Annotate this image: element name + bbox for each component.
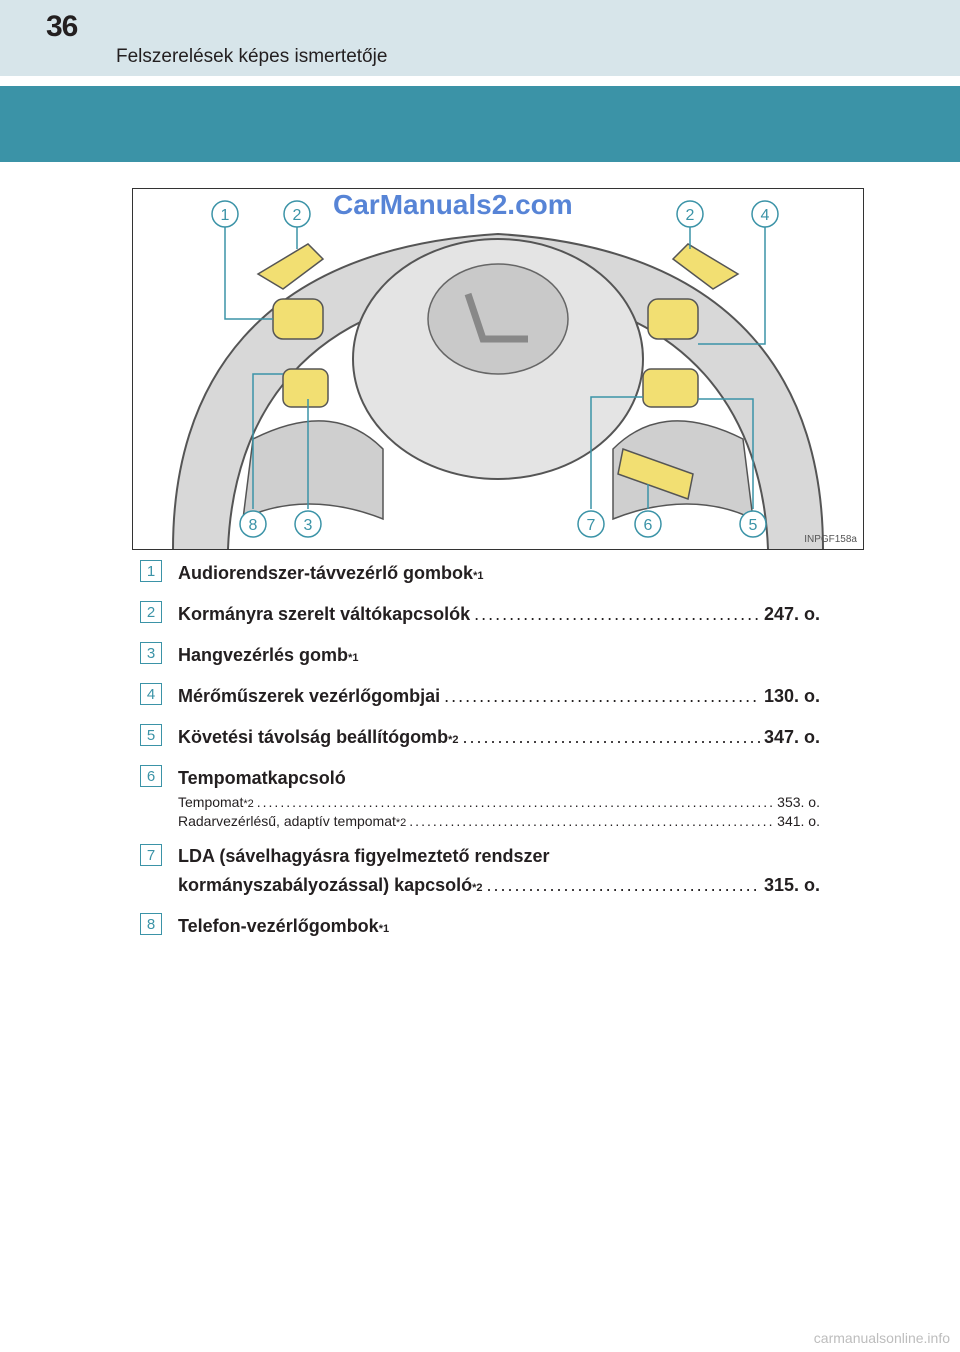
item-number: 4	[140, 683, 162, 705]
sub-item: Radarvezérlésű, adaptív tempomat*2......…	[178, 813, 820, 829]
list-item: 7 LDA (sávelhagyásra figyelmeztető rends…	[140, 842, 820, 900]
item-label: Audiorendszer-távvezérlő gombok	[178, 563, 474, 583]
callout-label: 5	[749, 517, 758, 534]
sub-item-label: Radarvezérlésű, adaptív tempomat	[178, 813, 396, 829]
sub-item-label: Tempomat	[178, 794, 244, 810]
callout-label: 3	[304, 517, 313, 534]
list-item: 3 Hangvezérlés gomb*1	[140, 640, 820, 670]
list-item: 5 Követési távolság beállítógomb*2......…	[140, 722, 820, 752]
page-reference: 130. o.	[763, 686, 820, 706]
item-number: 3	[140, 642, 162, 664]
page-title: Felszerelések képes ismertetője	[116, 46, 388, 67]
figure-id: INPGF158a	[804, 534, 857, 545]
page-reference: 341. o.	[777, 813, 820, 829]
watermark: CarManuals2.com	[333, 189, 573, 220]
page-reference: 247. o.	[763, 604, 820, 624]
list-item: 4 Mérőműszerek vezérlőgombjai...........…	[140, 681, 820, 711]
footer-watermark: carmanualsonline.info	[813, 1330, 950, 1346]
item-label: Követési távolság beállítógomb	[178, 727, 449, 747]
item-label-line1: LDA (sávelhagyásra figyelmeztető rendsze…	[178, 846, 550, 866]
header-band	[0, 86, 960, 162]
page-reference: 353. o.	[777, 794, 820, 810]
callout-label: 6	[644, 517, 653, 534]
sub-item: Tempomat*2..............................…	[178, 794, 820, 810]
steering-wheel-illustration: 1 2 2 4 8 3 7 6 5	[172, 200, 824, 549]
list-item: 6 Tempomatkapcsoló Tempomat*2...........…	[140, 763, 820, 831]
item-label: Hangvezérlés gomb	[178, 645, 349, 665]
page-number: 36	[46, 10, 78, 43]
item-label: Kormányra szerelt váltókapcsolók	[178, 604, 471, 624]
callout-label: 2	[686, 207, 695, 224]
callout-label: 2	[293, 207, 302, 224]
page-header: 36 Felszerelések képes ismertetője	[0, 0, 960, 76]
list-item: 8 Telefon-vezérlőgombok*1	[140, 911, 820, 941]
item-label: Telefon-vezérlőgombok	[178, 916, 379, 936]
page-reference: 347. o.	[763, 727, 820, 747]
callout-label: 1	[221, 207, 230, 224]
list-item: 1 Audiorendszer-távvezérlő gombok*1	[140, 558, 820, 588]
item-label: Mérőműszerek vezérlőgombjai	[178, 686, 441, 706]
callout-label: 4	[761, 207, 770, 224]
item-number: 8	[140, 913, 162, 935]
list-item: 2 Kormányra szerelt váltókapcsolók......…	[140, 599, 820, 629]
legend-list: 1 Audiorendszer-távvezérlő gombok*1 2 Ko…	[140, 558, 820, 952]
page-reference: 315. o.	[763, 875, 820, 895]
item-number: 2	[140, 601, 162, 623]
item-number: 6	[140, 765, 162, 787]
item-number: 5	[140, 724, 162, 746]
callout-label: 7	[587, 517, 596, 534]
steering-wheel-figure: 1 2 2 4 8 3 7 6 5 CarManuals2.com INPGF1…	[132, 188, 864, 550]
callout-label: 8	[249, 517, 258, 534]
item-label: Tempomatkapcsoló	[178, 768, 346, 788]
item-number: 7	[140, 844, 162, 866]
item-number: 1	[140, 560, 162, 582]
item-label: kormányszabályozással) kapcsoló	[178, 875, 473, 895]
